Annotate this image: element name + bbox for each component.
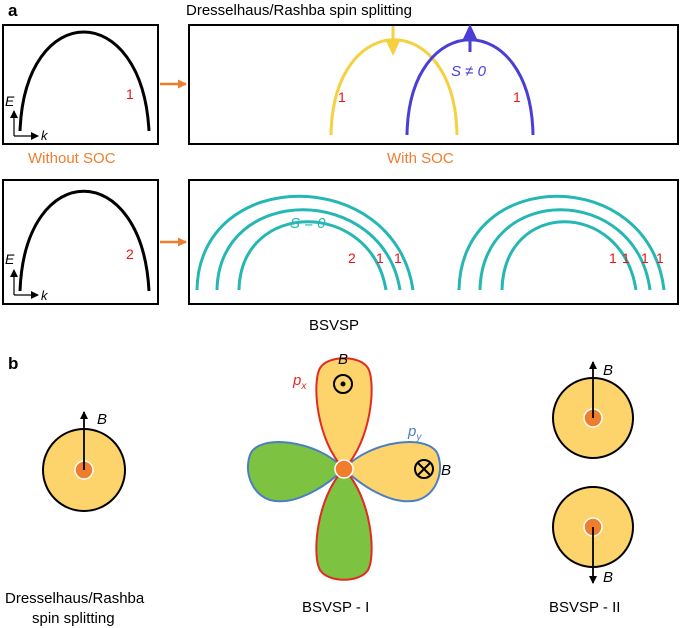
field-label-ii-bottom: B	[603, 569, 613, 586]
axis-label-k-bottom: k	[41, 288, 49, 303]
caption-bsvsp: BSVSP	[309, 317, 359, 334]
box-without-soc-top	[2, 24, 159, 145]
bsvsp-left-label-2: 1	[376, 250, 384, 266]
px-lobe-top	[315, 357, 373, 471]
dot-in-circle-icon	[333, 374, 353, 394]
panel-label-b: b	[8, 354, 18, 373]
band-blue-label: 1	[513, 89, 521, 105]
spin-zero-label: S = 0	[290, 215, 326, 232]
axis-label-e-top: E	[5, 93, 15, 109]
field-label-dr: B	[97, 411, 107, 428]
band-teal-right-3	[500, 220, 638, 291]
band-parabola-top	[18, 30, 151, 132]
caption-with-soc: With SOC	[387, 150, 454, 167]
band-teal-left-1	[195, 194, 415, 291]
field-label-ii-top: B	[603, 362, 613, 379]
spin-up-arrow-icon	[463, 24, 477, 39]
py-lobe-right	[342, 441, 441, 503]
degeneracy-label-bottom: 2	[126, 246, 134, 262]
band-teal-left-2	[215, 208, 402, 291]
cross-in-circle-icon	[414, 459, 434, 479]
bsvsp-left-label-1: 2	[348, 250, 356, 266]
bsvsp-right-label-2: 1	[622, 250, 630, 266]
box-with-soc	[188, 24, 679, 145]
spin-nonzero-label: S ≠ 0	[451, 63, 487, 80]
cross-line-b	[417, 462, 431, 476]
box-bsvsp	[188, 179, 679, 305]
band-teal-right-2	[478, 208, 652, 291]
band-teal-left-3	[237, 220, 388, 291]
caption-dr-line2: spin splitting	[32, 610, 115, 627]
caption-bsvsp-i: BSVSP - I	[302, 599, 369, 616]
py-label: py	[407, 423, 422, 443]
band-blue	[405, 38, 535, 136]
field-label-py: B	[441, 462, 451, 479]
px-lobe-bottom	[315, 467, 373, 581]
bsvsp-right-label-3: 1	[641, 250, 649, 266]
caption-without-soc: Without SOC	[28, 150, 116, 167]
box-without-soc-bottom	[2, 179, 159, 305]
py-lobe-left	[247, 441, 346, 503]
axis-label-k-top: k	[41, 128, 49, 143]
band-parabola-bottom	[18, 189, 151, 292]
bsvsp-left-label-3: 1	[394, 250, 402, 266]
degeneracy-label-top: 1	[126, 86, 134, 102]
spin-down-arrow-icon	[386, 41, 400, 56]
bsvsp-right-label-4: 1	[656, 250, 664, 266]
band-teal-right-1	[457, 194, 666, 291]
caption-dr-line1: Dresselhaus/Rashba	[5, 590, 145, 607]
caption-bsvsp-ii: BSVSP - II	[549, 599, 620, 616]
band-yellow	[329, 38, 459, 136]
bsvsp-right-label-1: 1	[609, 250, 617, 266]
dot-in-circle-center	[340, 381, 346, 387]
field-label-px: B	[338, 351, 348, 368]
panel-label-a: a	[8, 1, 18, 20]
nucleus-dot-p	[334, 459, 354, 479]
band-yellow-label: 1	[338, 89, 346, 105]
px-label: px	[292, 372, 307, 392]
axis-label-e-bottom: E	[5, 251, 15, 267]
panel-a-title: Dresselhaus/Rashba spin splitting	[186, 2, 412, 19]
